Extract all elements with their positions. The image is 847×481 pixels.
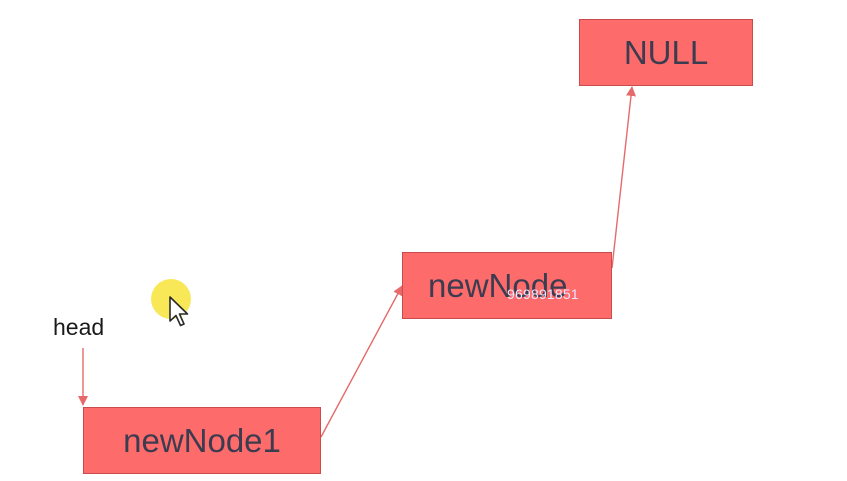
node-label: newNode1 (123, 421, 281, 459)
mouse-pointer-icon (169, 296, 189, 327)
watermark-text: 969891851 (507, 286, 579, 302)
link-arrow-node2-to-null (611, 86, 636, 269)
node-newnode1: newNode1 (83, 407, 321, 474)
node-label: NULL (623, 33, 709, 71)
head-label: head (53, 314, 105, 340)
node-label: newNode (428, 266, 568, 304)
link-arrow-node1-to-node2 (320, 285, 403, 438)
node-null: NULL (579, 19, 753, 86)
node-newnode: newNode (402, 252, 612, 319)
